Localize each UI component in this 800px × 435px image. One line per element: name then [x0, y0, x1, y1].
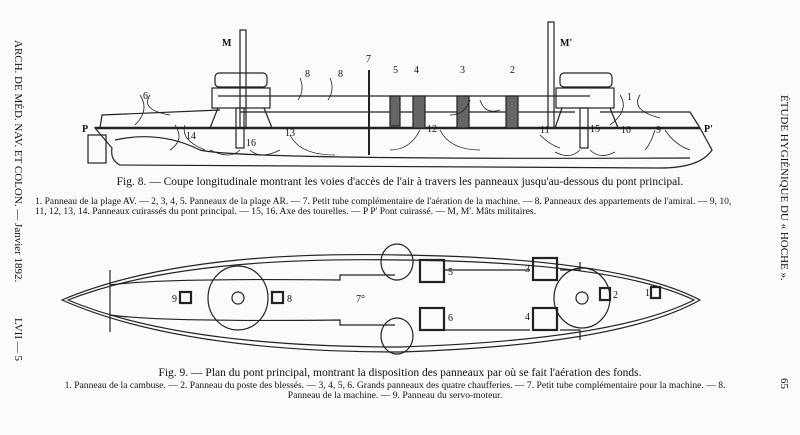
forecastle: [99, 109, 701, 129]
hatch-9: [178, 290, 193, 305]
mast-base-top: [380, 243, 414, 281]
label-P2: P': [704, 124, 713, 135]
hatches: [178, 256, 662, 332]
turret-axis-fore: [575, 291, 589, 305]
label-5: 5: [393, 65, 398, 76]
hull-inner: [114, 136, 691, 159]
label-3: 3: [460, 65, 465, 76]
fig9-caption-legend: 1. Panneau de la cambuse. — 2. Panneau d…: [64, 380, 726, 401]
label-7: 7: [366, 54, 371, 65]
mast-m2: [547, 21, 555, 129]
label-2: 2: [510, 65, 515, 76]
panel-5: [389, 95, 401, 127]
label-11: 11: [540, 125, 550, 136]
deck-outline: [60, 253, 702, 353]
hatch-5: [418, 258, 446, 284]
panel-3: [456, 95, 470, 129]
fig8-caption-legend: 1. Panneau de la plage AV. — 2, 3, 4, 5.…: [35, 196, 732, 217]
plan-label-4: 4: [525, 312, 530, 323]
label-12: 12: [427, 124, 437, 135]
airflow-arrows: [134, 77, 691, 156]
turret-axis-aft: [231, 291, 245, 305]
plan-label-5: 5: [448, 267, 453, 278]
turret-fore: [554, 72, 619, 149]
deck-partition: [109, 262, 581, 340]
hatch-8: [270, 290, 285, 305]
plan-label-9: 9: [172, 294, 177, 305]
label-4: 4: [414, 65, 419, 76]
superstructure: [218, 95, 590, 113]
plan-label-7: 7°: [356, 294, 365, 305]
plan-label-1: 1: [645, 288, 650, 299]
label-10: 10: [621, 125, 631, 136]
fig9-caption-title: Fig. 9. — Plan du pont principal, montra…: [158, 367, 642, 379]
turret-base-fore: [553, 267, 611, 329]
label-13: 13: [285, 128, 295, 139]
label-8a: 8: [305, 69, 310, 80]
mast-m: [239, 29, 247, 129]
label-9: 9: [656, 125, 661, 136]
label-15: 15: [590, 124, 600, 135]
hull-outline: [93, 127, 713, 169]
label-1: 1: [627, 92, 632, 103]
panel-4: [412, 95, 426, 129]
rudder-box: [87, 134, 107, 164]
panel-2: [505, 95, 519, 129]
label-16: 16: [246, 138, 256, 149]
label-P: P: [82, 124, 88, 135]
label-14: 14: [186, 131, 196, 142]
hatch-6: [418, 306, 446, 332]
plan-label-2: 2: [613, 290, 618, 301]
fig8-caption-title: Fig. 8. — Coupe longitudinale montrant l…: [116, 176, 684, 188]
label-8b: 8: [338, 69, 343, 80]
hatch-2: [598, 286, 612, 302]
hatch-3: [531, 256, 559, 282]
label-6: 6: [143, 91, 148, 102]
hatch-4: [531, 306, 559, 332]
label-M: M: [222, 38, 232, 49]
deck-outline-inner: [66, 259, 696, 348]
turret-base-aft: [207, 265, 269, 331]
mast-base-bottom: [380, 317, 414, 355]
plan-label-3: 3: [525, 264, 530, 275]
plan-label-8: 8: [287, 294, 292, 305]
plan-label-6: 6: [448, 313, 453, 324]
label-M2: M': [560, 38, 572, 49]
hatch-1: [649, 285, 662, 300]
